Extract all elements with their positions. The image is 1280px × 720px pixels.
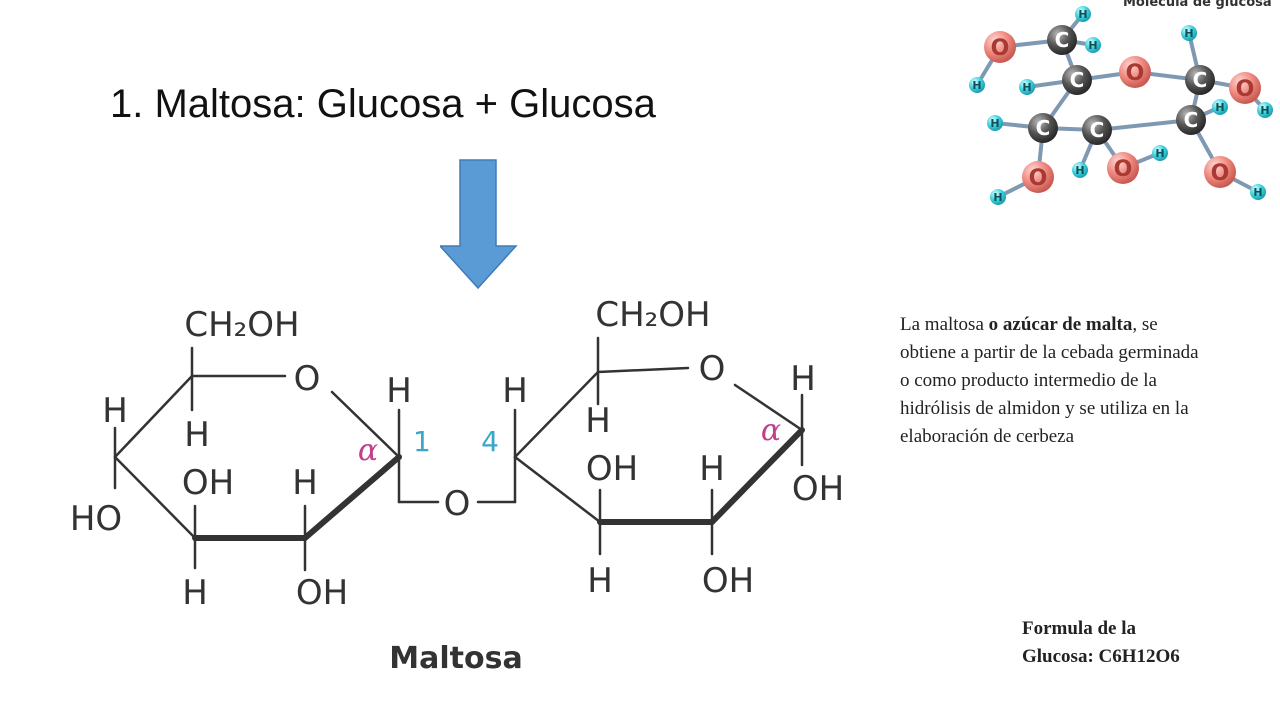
oxygen-atom-label: O [1211,161,1230,186]
oxygen-atom-label: O [1114,157,1133,182]
oxygen-atom-label: O [1236,77,1255,102]
oxygen-atom-label: O [1029,166,1048,191]
hydrogen-atom-label: H [1022,81,1031,94]
ring1-carbon-number: 1 [413,425,431,458]
hydrogen-atom-label: H [1253,186,1262,199]
ring2-h-mid-label: H [699,449,725,489]
formula-line-2: Glucosa: C6H12O6 [1022,646,1180,667]
ring2-h-left-label: H [502,371,528,411]
oxygen-atom [1204,156,1236,188]
glucose-molecule-model: Molécula de glucosa [969,0,1273,205]
ring1-anomeric-h-label: H [386,371,412,411]
carbon-atom [1176,105,1206,135]
ring2-oh-mid-label: OH [586,449,638,489]
description-text-start: La maltosa [900,314,989,335]
hydrogen-atom [1019,79,1035,95]
ring2-carbon-number: 4 [481,425,499,458]
hydrogen-atom-label: H [990,117,999,130]
formula-line-1: Formula de la [1022,618,1136,639]
carbon-atom-label: C [1193,68,1208,92]
ring2-right-oh-label: OH [792,469,844,509]
ring-oxygen-atom [1119,56,1151,88]
hydrogen-atom [1152,145,1168,161]
hydrogen-atom [1181,25,1197,41]
hydrogen-atom [1257,102,1273,118]
carbon-atom [1062,65,1092,95]
hydrogen-atom [1085,37,1101,53]
carbon-atom-label: C [1184,108,1199,132]
oxygen-atom [1229,72,1261,104]
ring2-h-bottom-label: H [587,561,613,601]
carbon-atom-label: C [1070,68,1085,92]
glucose-molecule-caption: Molécula de glucosa [1123,0,1272,10]
ring2-oh-bottom-label: OH [702,561,754,601]
carbon-atom-label: C [1036,116,1051,140]
maltose-structure-diagram: CH₂OH O H H HO OH H H OH H α 1 O CH₂OH O… [70,295,844,676]
hydrogen-atom [1250,184,1266,200]
hydrogen-atom [1212,99,1228,115]
oxygen-atom [1107,152,1139,184]
hydrogen-atom-label: H [972,79,981,92]
ring1-top-left-h-label: H [102,391,128,431]
ring1-oh-bottom-label: OH [296,573,348,613]
maltose-description: La maltosa o azúcar de malta, se obtiene… [900,311,1200,451]
glucose-formula: Formula de la Glucosa: C6H12O6 [1022,615,1242,671]
ring1-h-bottom-label: H [182,573,208,613]
hydrogen-atom-label: H [1155,147,1164,160]
oxygen-atom-label: O [991,36,1010,61]
description-bold-text: o azúcar de malta [988,314,1133,335]
ring1-ho-label: HO [70,499,122,539]
slide-title: 1. Maltosa: Glucosa + Glucosa [110,82,656,126]
ring1-inner-h-label: H [184,415,210,455]
down-arrow-shape [440,159,518,290]
carbon-atom [1082,115,1112,145]
ring1-oh-mid-label: OH [182,463,234,503]
maltosa-caption: Maltosa [389,641,522,676]
hydrogen-atom [1075,6,1091,22]
oxygen-atom [984,31,1016,63]
oxygen-atom [1022,161,1054,193]
carbon-atom-label: C [1055,28,1070,52]
ring2-inner-h-label: H [585,401,611,441]
carbon-atom [1185,65,1215,95]
ring1-oxygen-label: O [294,359,321,399]
hydrogen-atom [969,77,985,93]
down-arrow-icon [440,159,518,290]
carbon-atom [1028,113,1058,143]
ring1-alpha-label: α [358,433,378,468]
ring2-right-h-label: H [790,359,816,399]
ring1-h-mid-label: H [292,463,318,503]
hydrogen-atom [990,189,1006,205]
ring2-oxygen-label: O [699,349,726,389]
ring1-ch2oh-label: CH₂OH [184,305,299,345]
carbon-atom-label: C [1090,118,1105,142]
ring2-ch2oh-label: CH₂OH [595,295,710,335]
carbon-atom [1047,25,1077,55]
hydrogen-atom-label: H [1088,39,1097,52]
hydrogen-atom [1072,162,1088,178]
hydrogen-atom-label: H [993,191,1002,204]
hydrogen-atom [987,115,1003,131]
hydrogen-atom-label: H [1075,164,1084,177]
oxygen-atom-label: O [1126,61,1145,86]
hydrogen-atom-label: H [1260,104,1269,117]
hydrogen-atom-label: H [1078,8,1087,21]
ring2-alpha-label: α [761,413,781,448]
glycosidic-oxygen-label: O [444,484,471,524]
hydrogen-atom-label: H [1184,27,1193,40]
description-text-rest: , se obtiene a partir de la cebada germi… [900,314,1199,447]
hydrogen-atom-label: H [1215,101,1224,114]
